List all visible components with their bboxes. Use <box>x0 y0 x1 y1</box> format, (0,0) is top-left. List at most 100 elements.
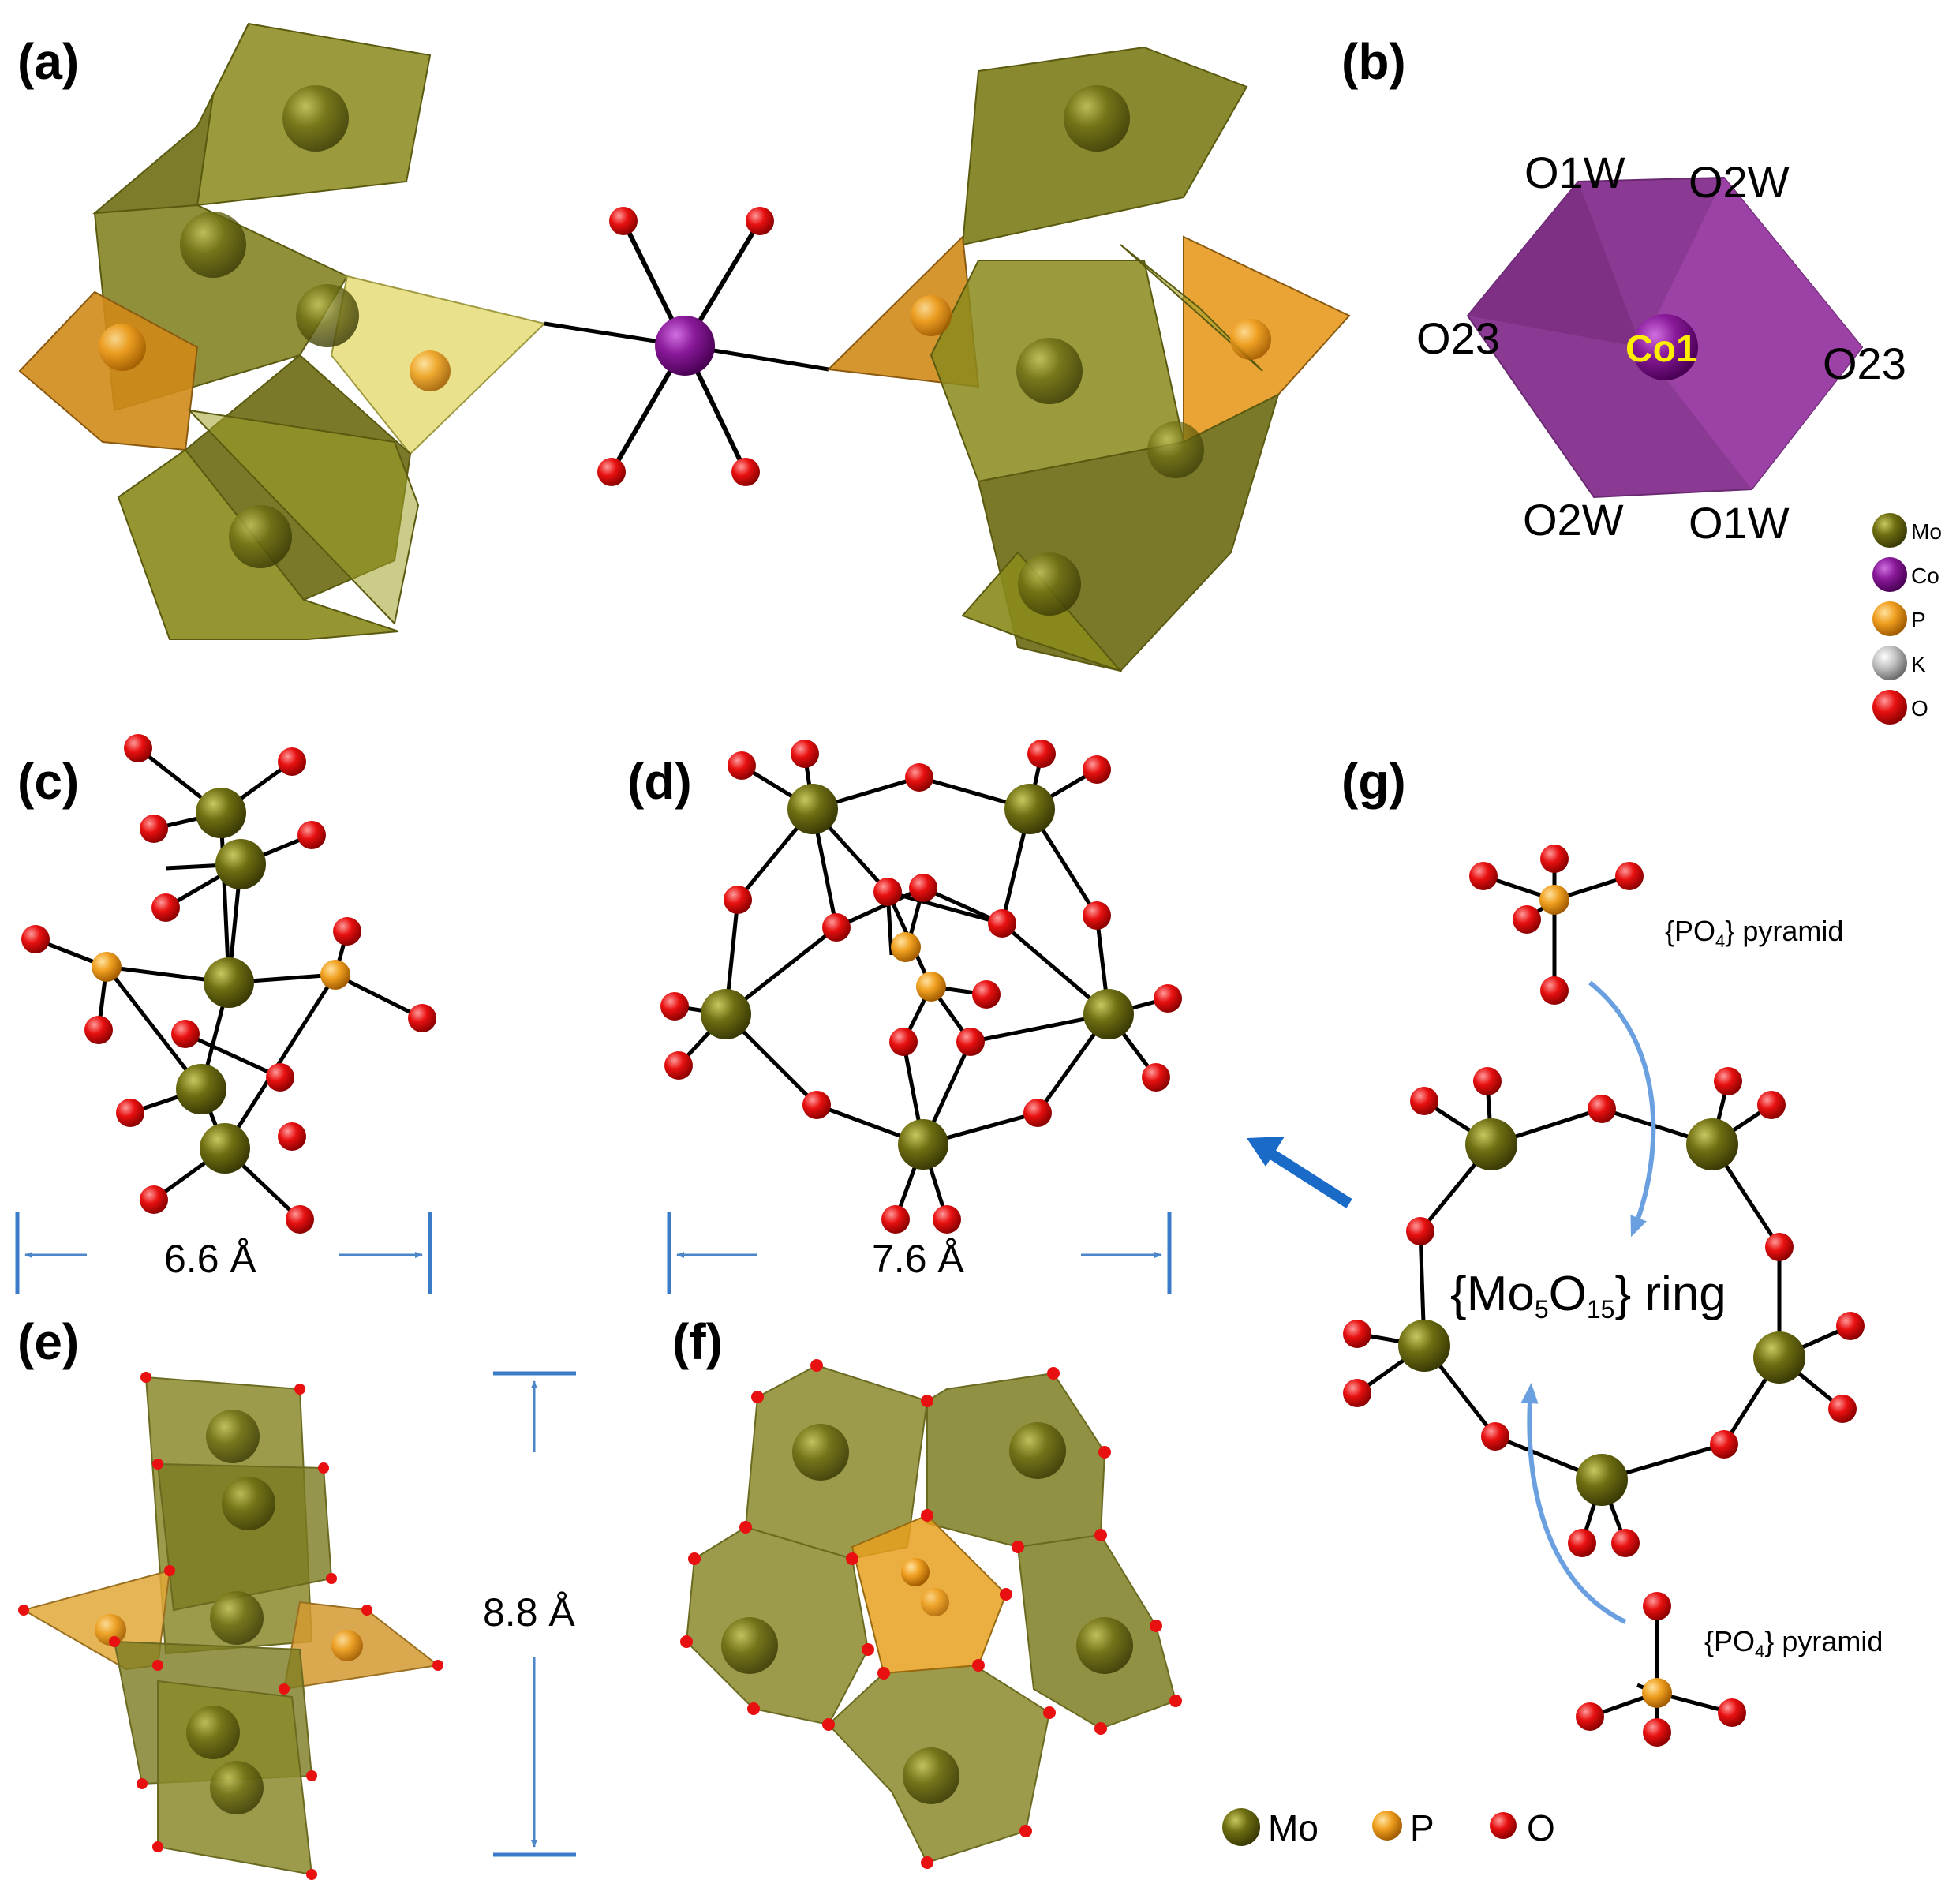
p-atom <box>911 295 952 336</box>
o-atom <box>278 747 306 776</box>
o-atom <box>333 917 361 946</box>
o1w-top-label: O1W <box>1524 148 1625 197</box>
o-atom <box>266 1063 294 1092</box>
element-legend-top: Mo Co P K O <box>1872 513 1942 725</box>
legend-co-label: Co <box>1911 564 1939 588</box>
p-atom <box>1230 319 1271 360</box>
o-atom <box>728 751 756 780</box>
left-polyoxometalate-cluster <box>18 22 547 640</box>
o-atom <box>140 1185 168 1214</box>
mo-atom <box>296 284 359 347</box>
element-legend-bottom: Mo P O <box>1222 1807 1555 1848</box>
mo5o15-ring <box>1343 1067 1865 1557</box>
mo-atom <box>196 788 246 838</box>
o-atom <box>822 913 851 942</box>
mo-atom <box>792 1424 849 1481</box>
legend-mo-label: Mo <box>1911 519 1942 544</box>
mo-atom <box>206 1410 260 1463</box>
curved-arrows <box>1520 980 1656 1624</box>
o-atom <box>956 1028 985 1056</box>
p-atom <box>916 972 946 1002</box>
o-atom <box>297 821 326 849</box>
mo-atom <box>1004 784 1055 834</box>
o-atom <box>1083 901 1111 930</box>
o-atom <box>881 1205 910 1234</box>
o-atom <box>905 763 933 792</box>
mo-atom <box>282 85 349 152</box>
mo-atom <box>210 1761 264 1814</box>
o-atom <box>278 1122 306 1151</box>
mo-atom <box>898 1119 948 1170</box>
o2w-bottom-label: O2W <box>1523 495 1624 545</box>
co1-label: Co1 <box>1625 328 1697 370</box>
dimension-d: 7.6 Å <box>667 1212 1172 1294</box>
o23-left-label: O23 <box>1416 313 1500 363</box>
panel-f: (f) <box>672 1313 1182 1869</box>
legend-bottom-mo-label: Mo <box>1268 1807 1319 1848</box>
o-atom <box>731 458 760 486</box>
ring-label: {Mo5O15} ring <box>1450 1267 1726 1324</box>
o-atom <box>408 1004 436 1032</box>
o-atom <box>21 925 50 953</box>
mo-atom <box>787 784 838 834</box>
panel-label-a: (a) <box>17 33 79 90</box>
p-atom <box>92 952 122 982</box>
mo-atom <box>204 957 254 1008</box>
mo-atom <box>1083 989 1134 1039</box>
o-atom <box>1142 1063 1170 1092</box>
legend-co-icon <box>1872 557 1907 592</box>
o-atom <box>140 815 168 843</box>
o23-right-label: O23 <box>1823 339 1906 388</box>
p-atom <box>331 1630 363 1661</box>
po4-pyramid-top <box>1469 845 1644 1005</box>
legend-p-icon <box>1872 601 1907 636</box>
p-atom <box>921 1588 949 1616</box>
legend-p-label: P <box>1911 608 1926 632</box>
curved-arrow-down-icon <box>1588 980 1656 1238</box>
mo-atom <box>721 1617 778 1674</box>
mo-atom <box>180 212 246 278</box>
dimension-e: 8.8 Å <box>483 1371 576 1857</box>
legend-bottom-p-icon <box>1372 1811 1402 1841</box>
mo-atom <box>210 1591 264 1645</box>
o-atom <box>1023 1099 1052 1127</box>
legend-o-label: O <box>1911 696 1928 721</box>
panel-c: (c) <box>15 734 436 1294</box>
o-atom <box>1027 740 1056 768</box>
o-atom <box>802 1091 831 1119</box>
o-atom <box>724 886 752 914</box>
panel-label-b: (b) <box>1341 33 1406 90</box>
o-atom <box>873 878 902 906</box>
mo-atom <box>200 1123 250 1174</box>
mo-atom <box>215 839 266 889</box>
o1w-bottom-label: O1W <box>1689 498 1790 548</box>
mo-atom <box>229 505 292 568</box>
mo-atom <box>701 989 751 1039</box>
o-atom <box>909 874 937 902</box>
right-polyoxometalate-cluster <box>826 46 1351 673</box>
legend-k-icon <box>1872 646 1907 680</box>
o-atom <box>660 992 689 1021</box>
legend-bottom-o-icon <box>1490 1812 1517 1839</box>
cobalt-coordination-octahedron: Co1 <box>1466 176 1864 499</box>
p-atom <box>410 350 451 391</box>
bold-arrow-icon <box>1247 1137 1352 1208</box>
p-atom <box>891 932 921 962</box>
p-atom <box>95 1614 126 1646</box>
o-atom <box>171 1020 200 1048</box>
central-cobalt-octahedron <box>544 207 829 486</box>
o-atom <box>151 893 180 922</box>
o-atom <box>1083 755 1111 784</box>
o-atom <box>988 909 1016 938</box>
pyramid-bottom-label: {PO4} pyramid <box>1704 1625 1883 1661</box>
curved-arrow-up-icon <box>1520 1383 1627 1624</box>
panel-g: (g) {PO4} pyramid <box>1247 753 1883 1747</box>
o-atom <box>124 734 152 762</box>
panel-label-c: (c) <box>17 753 79 810</box>
o-atom <box>84 1016 113 1044</box>
o-atom <box>116 1099 144 1127</box>
panel-b: (b) Co1 O1W O2W O23 O23 O2W O1W Mo Co P … <box>1341 33 1942 725</box>
legend-bottom-o-label: O <box>1527 1807 1555 1848</box>
dimension-c: 6.6 Å <box>15 1212 432 1294</box>
